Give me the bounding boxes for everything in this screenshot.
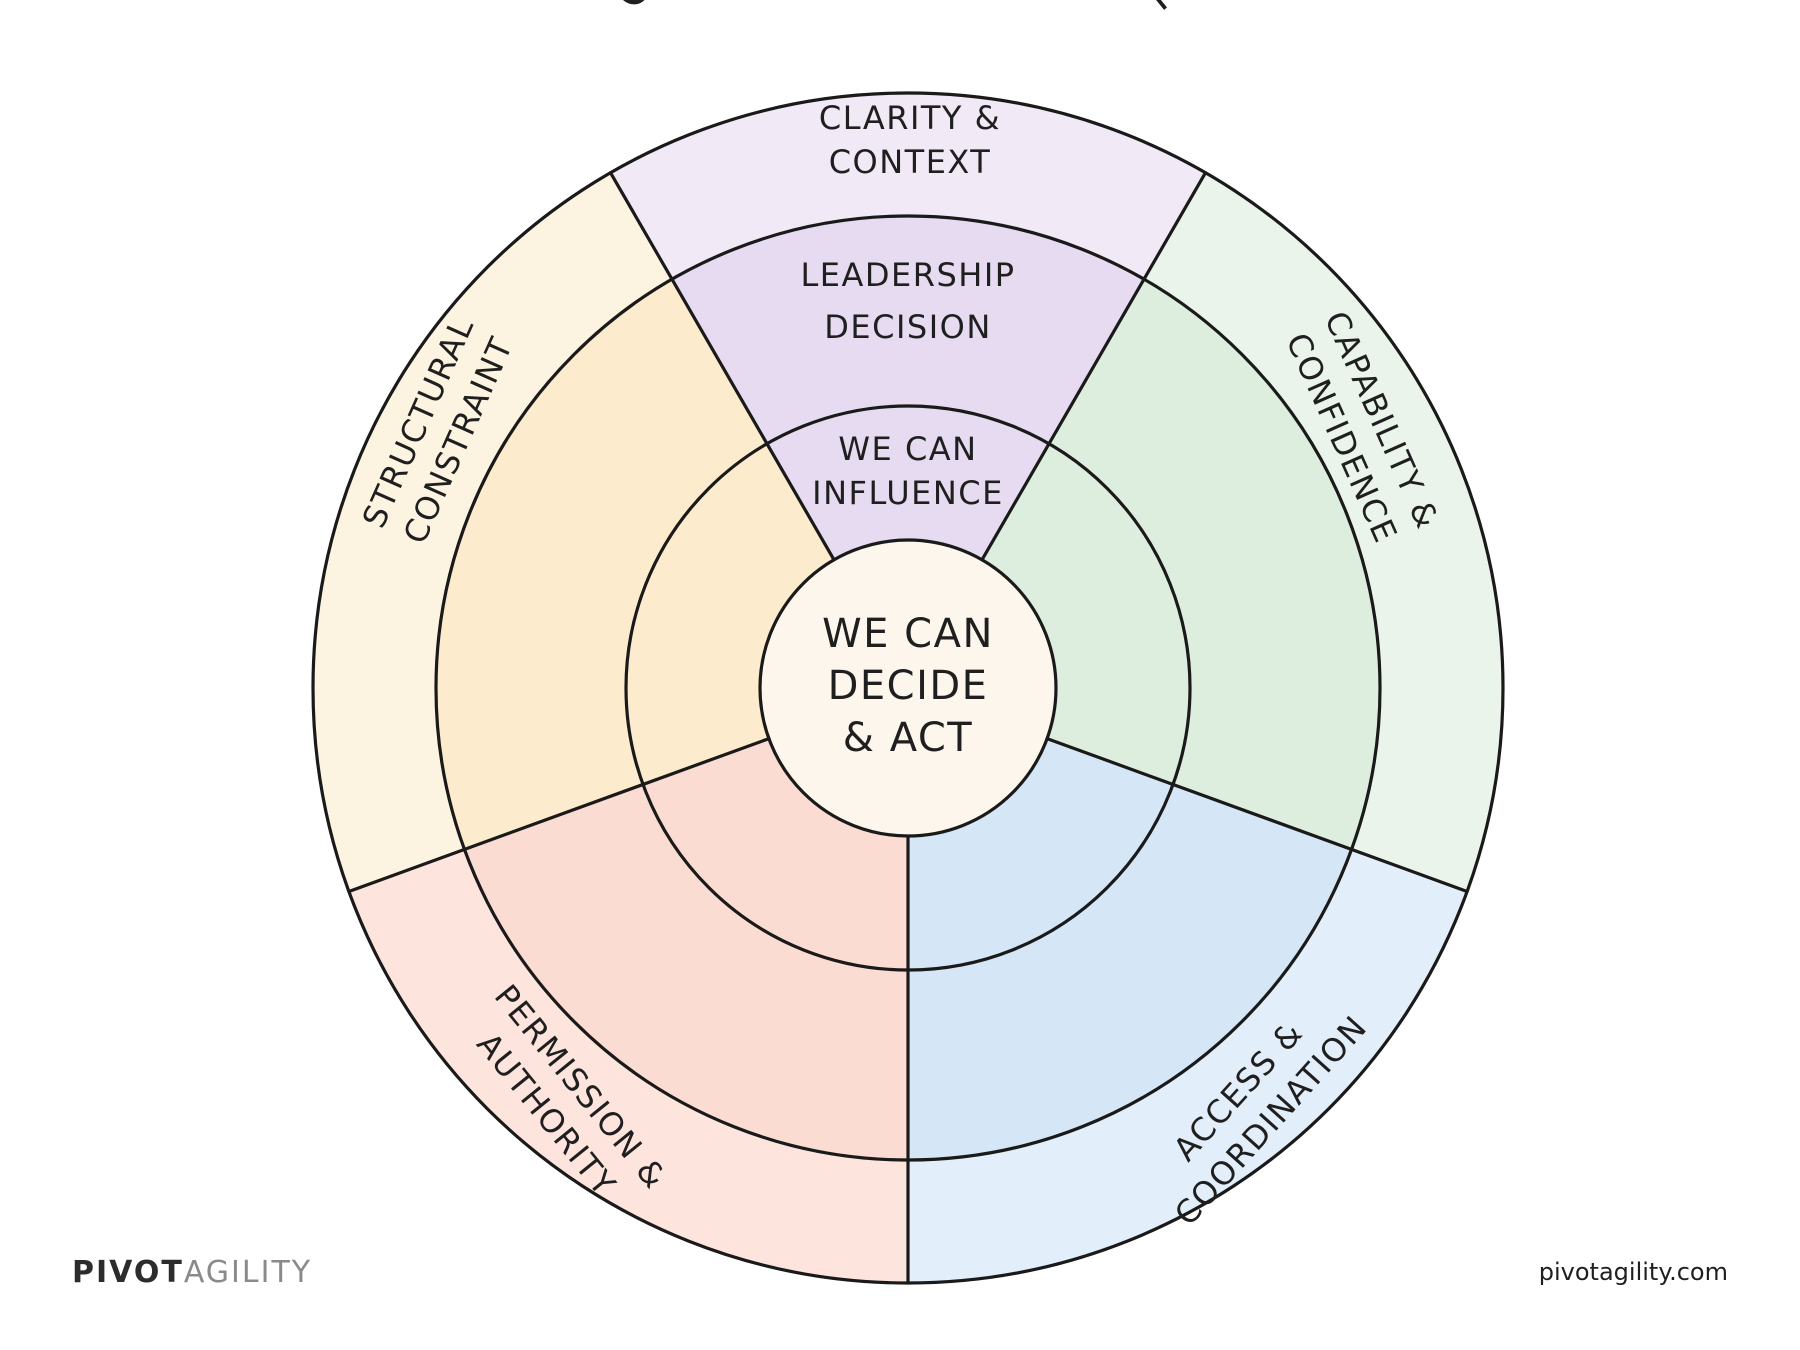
center-label-line-2: DECIDE bbox=[828, 663, 989, 709]
segment-divider-1 bbox=[608, 171, 836, 562]
influence-label: WE CAN INFLUENCE bbox=[812, 430, 1004, 512]
segment-structural-inner bbox=[435, 279, 834, 850]
segment-permission-inner bbox=[464, 738, 908, 1160]
center-label-line-1: WE CAN bbox=[822, 611, 994, 657]
brand-logo-right: AGILITY bbox=[183, 1255, 313, 1290]
center-label-line-3: & ACT bbox=[843, 715, 973, 761]
influence-label-line-1: WE CAN bbox=[838, 430, 977, 468]
site-url: pivotagility.com bbox=[1538, 1258, 1728, 1286]
segment-divider-2 bbox=[980, 171, 1208, 562]
segment-clarity-outer bbox=[610, 93, 1206, 280]
segment-divider-5 bbox=[347, 737, 771, 894]
segment-access-outer bbox=[908, 849, 1468, 1283]
brand-logo-left: PIVOT bbox=[72, 1255, 184, 1290]
segment-clarity-inner bbox=[672, 216, 1144, 560]
segment-divider-3 bbox=[1045, 737, 1469, 894]
ring-lines bbox=[311, 91, 1505, 1285]
segment-capability-inner bbox=[982, 279, 1381, 850]
segment-permission-outer bbox=[348, 849, 908, 1283]
segment-clarity-label-line-1: CLARITY & bbox=[819, 99, 1001, 137]
influence-label-line-2: INFLUENCE bbox=[812, 474, 1004, 512]
ring-fills bbox=[313, 93, 1503, 1283]
center-label: WE CAN DECIDE & ACT bbox=[822, 611, 994, 761]
brand-logo: PIVOTAGILITY bbox=[72, 1255, 312, 1290]
segment-structural-outer bbox=[313, 172, 672, 892]
leadership-label-line-2: DECISION bbox=[824, 308, 992, 346]
segment-clarity-label: CLARITY & CONTEXT bbox=[819, 99, 1001, 181]
segment-clarity-label-line-2: CONTEXT bbox=[829, 143, 992, 181]
leadership-label: LEADERSHIP DECISION bbox=[800, 256, 1015, 346]
segment-access-inner bbox=[908, 738, 1352, 1160]
segment-capability-outer bbox=[1144, 172, 1503, 892]
diagram-title: OUTSIDE OUR CONTROL bbox=[601, 0, 1200, 19]
leadership-label-line-1: LEADERSHIP bbox=[800, 256, 1015, 294]
center-circle bbox=[760, 540, 1056, 836]
